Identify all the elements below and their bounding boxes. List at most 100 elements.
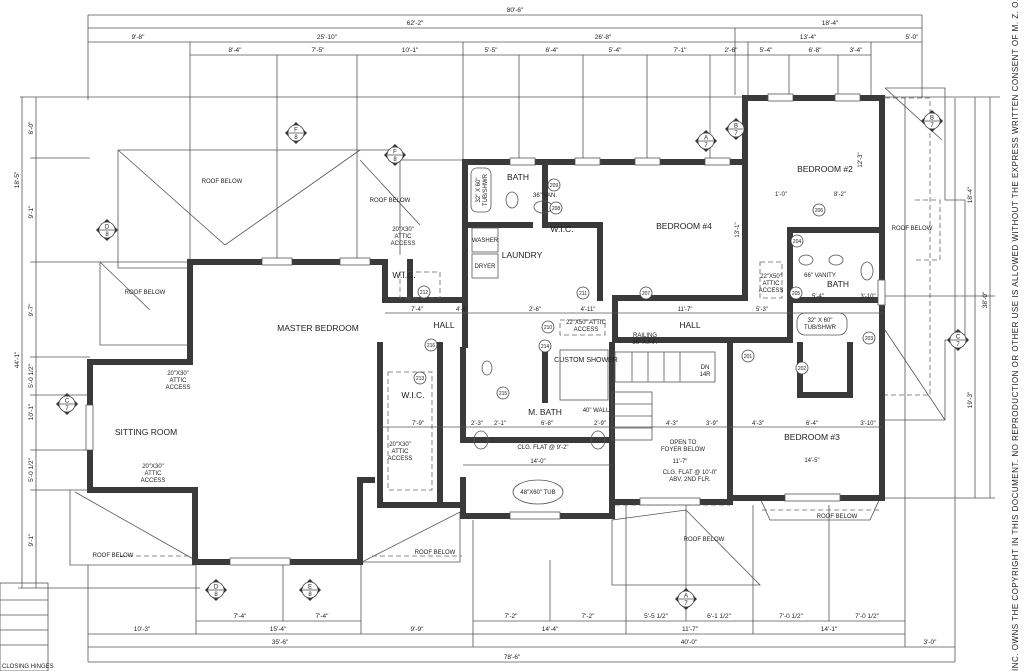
- dim-label: 14'-4": [542, 626, 559, 633]
- dim-label: 5'-0 1/2": [28, 363, 35, 387]
- door-tag-202: 202: [795, 361, 809, 375]
- dim-label: 11'-7": [678, 307, 693, 313]
- door-tag-circle: [547, 178, 561, 192]
- door-tag-201: 201: [741, 349, 755, 363]
- door-number: 202: [798, 366, 807, 372]
- door-tag-213: 213: [413, 371, 427, 385]
- section-marker-B-7: B7: [725, 118, 747, 140]
- door-tags: 2012022032042052062072082092102112122132…: [413, 178, 876, 400]
- dim-label: 6'-8": [809, 47, 823, 54]
- plan-notes: 32" X 60"TUB/SHWR 32" X 60"TUB/SHWR 36" …: [141, 173, 837, 496]
- section-letter: F: [294, 128, 298, 134]
- dim-label: 35'-6": [272, 639, 289, 646]
- section-marker-D-8: D8: [205, 579, 227, 601]
- door-number: 213: [416, 376, 425, 382]
- dim-label: 2'-9": [594, 421, 606, 427]
- roof-outlines: [69, 87, 966, 586]
- dim-label: 9'-8": [132, 34, 146, 41]
- dim-label: 18'-4": [967, 186, 974, 203]
- dim-label: 9'-1": [28, 205, 35, 219]
- door-number: 211: [579, 291, 587, 297]
- dim-label: 6'-4": [806, 421, 818, 427]
- dim-label: 2'-1": [494, 421, 506, 427]
- dim-label: 7'-2": [505, 613, 519, 620]
- room-bedroom-3: BEDROOM #3: [784, 432, 840, 442]
- room-bath-2: BATH: [827, 279, 849, 289]
- dim-label: 12'-3": [858, 152, 864, 167]
- dim-label: 7'-1": [674, 47, 688, 54]
- dim-label: 8'-4": [229, 47, 243, 54]
- sink: [590, 430, 606, 450]
- dim-label: 13'-1": [735, 222, 741, 237]
- roof-below-label: ROOF BELOW: [370, 198, 411, 204]
- dim-label: 15'-4": [270, 626, 287, 633]
- dim-label: 5'-4": [760, 47, 774, 54]
- fixtures: [387, 167, 874, 505]
- door-tag-circle: [790, 234, 804, 248]
- dim-label: 10'-1": [28, 403, 35, 420]
- section-sheet: 7: [65, 406, 69, 412]
- sink: [473, 430, 489, 450]
- dim-label: 19'-3": [967, 391, 974, 408]
- door-tag-208: 208: [549, 201, 563, 215]
- dim-label: 7'-4": [411, 307, 423, 313]
- dim-label: 10'-1": [402, 47, 419, 54]
- note-tub-shwr: 32" X 60"TUB/SHWR: [476, 173, 489, 206]
- note-vanity: 66" VANITY: [804, 273, 836, 279]
- dim-label: 2'-6": [725, 47, 739, 54]
- room-wic-master: W.I.C.: [401, 390, 424, 400]
- dim-label: 14'-1": [821, 626, 838, 633]
- roof-below-label: ROOF BELOW: [202, 179, 243, 185]
- door-tag-207: 207: [639, 286, 653, 300]
- dim-label: 3'-0": [924, 639, 938, 646]
- door-tag-212: 212: [417, 285, 431, 299]
- door-tag-circle: [496, 386, 510, 400]
- section-sheet: 7: [956, 342, 960, 348]
- dim-label: 9'-7": [28, 303, 35, 317]
- dim-label: 5'-5": [485, 47, 499, 54]
- window: [634, 157, 661, 166]
- section-sheet: 7: [684, 601, 688, 607]
- room-labels: MASTER BEDROOM SITTING ROOM BATH W.I.C. …: [115, 164, 853, 442]
- section-marker-C-7: C7: [56, 393, 78, 415]
- dryer: [471, 253, 499, 279]
- window: [261, 257, 293, 266]
- door-tag-circle: [424, 338, 438, 352]
- note-ceiling-foyer: CLG. FLAT @ 10'-0"ABV. 2ND FLR.: [663, 470, 718, 483]
- door-tag-circle: [541, 320, 555, 334]
- dim-label: 38'-0": [982, 291, 989, 308]
- door-number: 215: [499, 391, 508, 397]
- section-sheet: 7: [734, 131, 738, 137]
- section-marker-D-8: D8: [96, 219, 118, 241]
- door-number: 205: [792, 291, 801, 297]
- door-tag-211: 211: [576, 286, 590, 300]
- section-marker-B-7: B7: [921, 110, 943, 132]
- dim-label: 40'-0": [681, 639, 698, 646]
- door-number: 207: [642, 291, 651, 297]
- section-sheet: 7: [704, 143, 708, 149]
- section-marker-F-8: F8: [285, 122, 307, 144]
- note-wall: 40" WALL: [583, 408, 610, 414]
- dim-label: 9'-1": [28, 533, 35, 547]
- dim-label: 11'-7": [673, 459, 688, 465]
- section-marker-F-8: F8: [384, 144, 406, 166]
- top-dimension-labels: 80'-6" 62'-2" 18'-4" 9'-8" 25'-10" 26'-8…: [132, 7, 920, 54]
- dim-label: 9'-9": [411, 626, 425, 633]
- door-tag-203: 203: [862, 331, 876, 345]
- section-marker-C-7: C7: [947, 329, 969, 351]
- note-tub: 48"X60" TUB: [520, 490, 555, 496]
- door-tag-circle: [795, 361, 809, 375]
- section-letter: D: [105, 225, 110, 231]
- dim-label: 3'-10": [860, 421, 875, 427]
- section-letter: D: [214, 585, 219, 591]
- room-master-bedroom: MASTER BEDROOM: [277, 323, 359, 333]
- interior-dimensions: 7'-4" 4'-4" 2'-6" 4'-11" 11'-7" 5'-3" 7'…: [380, 152, 882, 466]
- window: [834, 93, 861, 102]
- dim-label: 4'-3": [752, 421, 764, 427]
- section-marker-E-8: E8: [299, 579, 321, 601]
